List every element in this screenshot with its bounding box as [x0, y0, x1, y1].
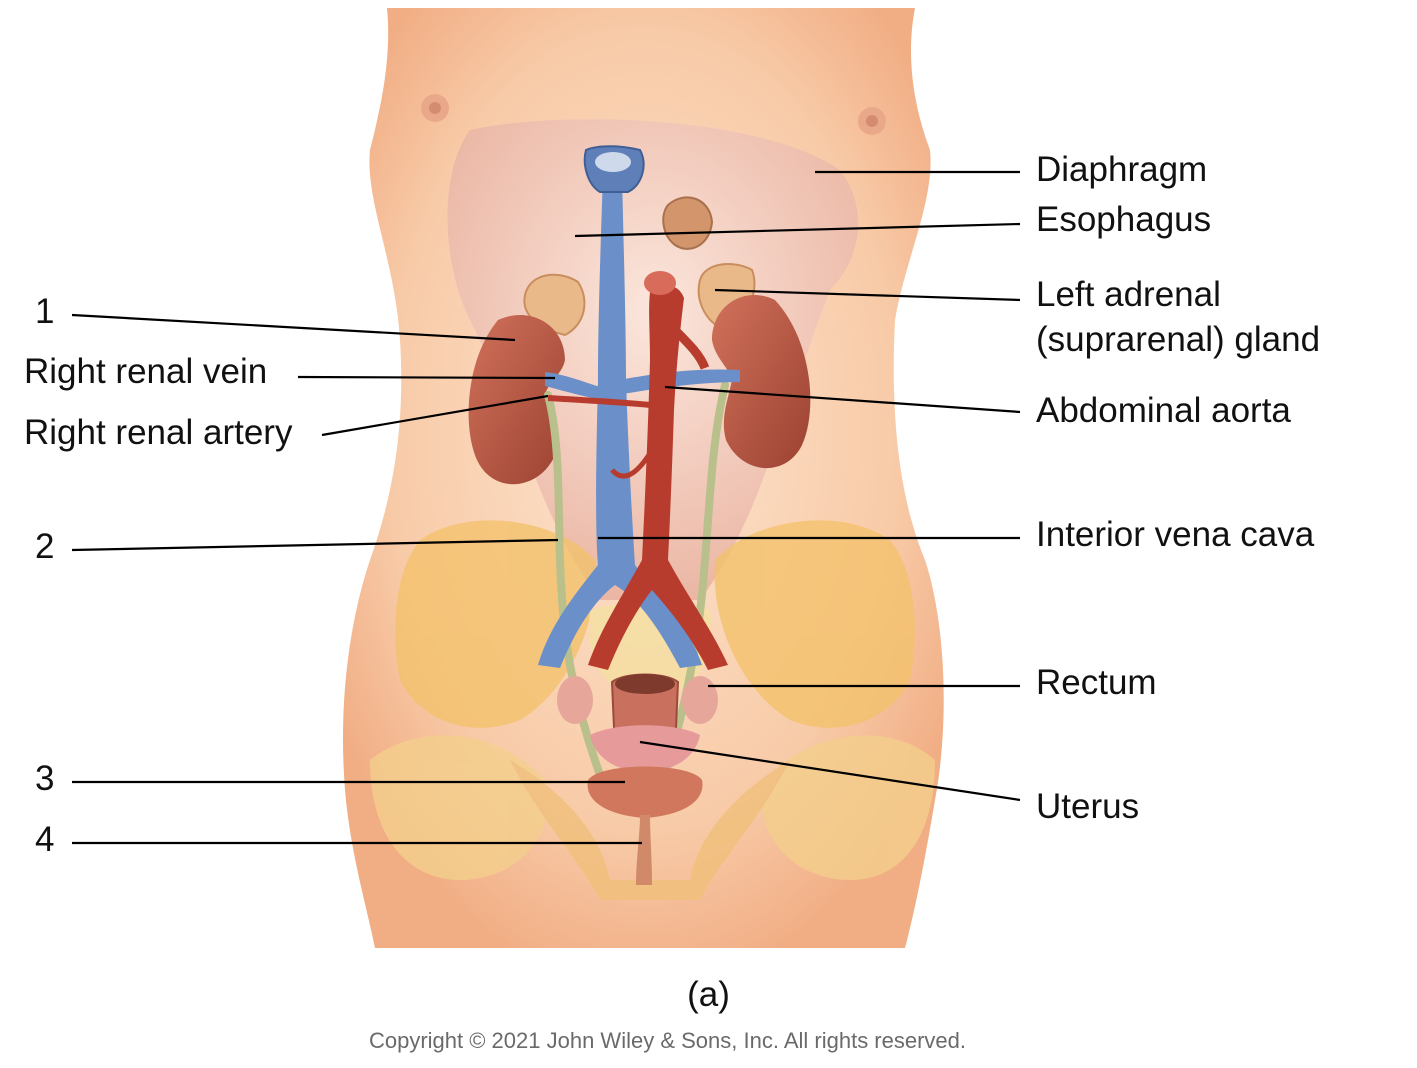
right-iliac-bone — [395, 520, 596, 728]
label-esophagus: Esophagus — [1036, 200, 1212, 239]
right-ovary — [557, 676, 593, 724]
leader-uterus — [639, 740, 1021, 802]
gonadal-artery — [610, 448, 655, 479]
right-kidney — [468, 314, 565, 485]
label-right-renal-artery: Right renal artery — [24, 413, 293, 452]
label-number-2: 2 — [35, 527, 55, 566]
figure-caption: (a) — [687, 975, 730, 1014]
esophagus-opening — [662, 196, 714, 250]
leader-1 — [71, 313, 516, 342]
inferior-vena-cava — [538, 175, 702, 668]
celiac-branch — [671, 326, 710, 370]
pubic-arch — [510, 760, 790, 900]
leader-abdominal-aorta — [664, 385, 1021, 414]
label-left-adrenal-line2: (suprarenal) gland — [1036, 320, 1321, 359]
label-right-renal-vein: Right renal vein — [24, 352, 268, 391]
label-number-4: 4 — [35, 820, 55, 859]
urethra — [636, 815, 652, 885]
leader-right-renal-artery — [321, 394, 549, 437]
label-left-adrenal-line1: Left adrenal — [1036, 275, 1221, 314]
leader-lines — [71, 170, 1021, 845]
leader-2 — [71, 538, 559, 552]
label-uterus: Uterus — [1036, 787, 1140, 826]
label-interior-vena-cava: Interior vena cava — [1036, 515, 1315, 554]
left-hip-joint — [761, 735, 935, 880]
leader-esophagus — [574, 222, 1021, 238]
right-renal-vein — [545, 372, 605, 400]
urinary-bladder — [587, 766, 703, 818]
uterus-shape — [590, 725, 700, 772]
left-kidney — [712, 294, 811, 469]
abdominal-aorta — [588, 285, 728, 670]
copyright-notice: Copyright © 2021 John Wiley & Sons, Inc.… — [368, 1028, 967, 1053]
left-ovary — [682, 676, 718, 724]
left-iliac-bone — [714, 520, 915, 728]
right-renal-artery — [547, 395, 651, 408]
label-number-1: 1 — [35, 292, 55, 331]
label-diaphragm: Diaphragm — [1036, 150, 1208, 189]
leader-left-adrenal — [714, 288, 1021, 302]
label-number-3: 3 — [35, 759, 55, 798]
leader-right-renal-vein — [297, 375, 556, 380]
label-abdominal-aorta: Abdominal aorta — [1036, 391, 1291, 430]
label-rectum: Rectum — [1036, 663, 1157, 702]
